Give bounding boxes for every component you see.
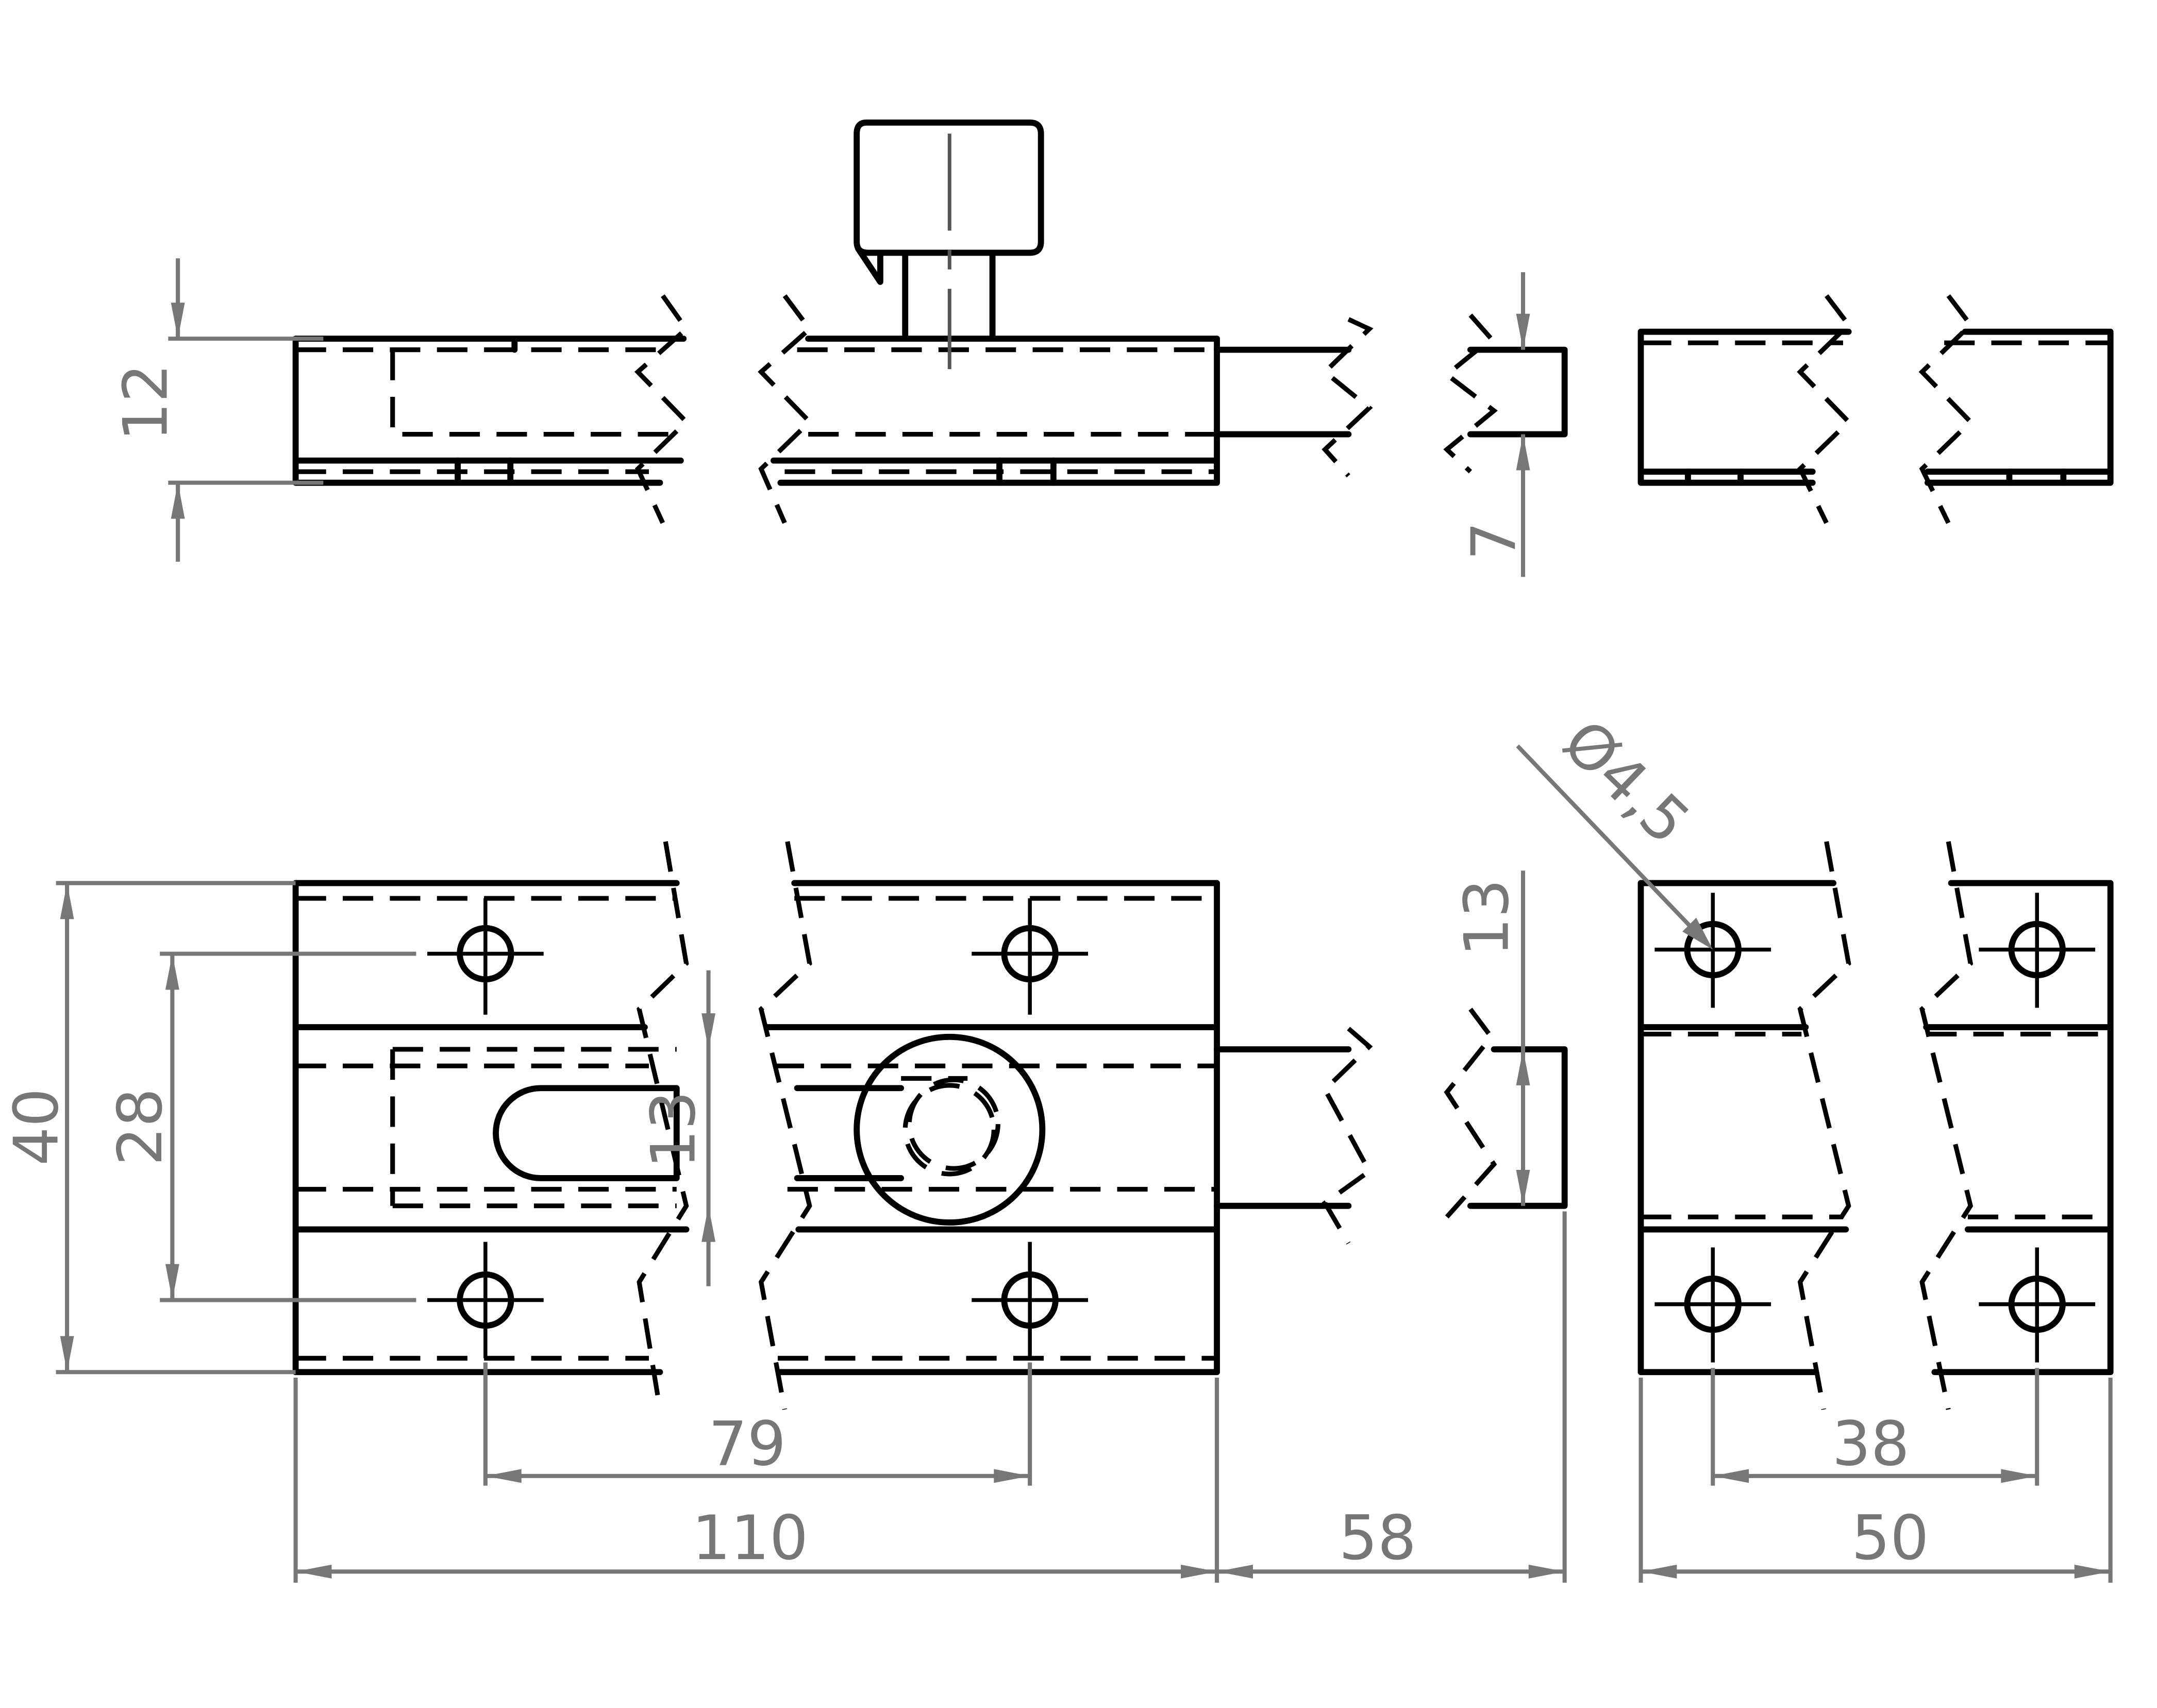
top-elevation-view	[292, 119, 2114, 524]
dim-bolt-width-label: 13	[1451, 879, 1522, 956]
front-view	[292, 841, 2114, 1410]
dim-thickness-label: 12	[110, 364, 181, 441]
dim-bolt-thickness-label: 7	[1458, 522, 1529, 560]
dim-hole-spacing-horizontal-label: 79	[709, 1408, 786, 1479]
mounting-holes	[427, 898, 1089, 1359]
dim-overall-height-label: 40	[1, 1088, 72, 1165]
dim-slot-width-label: 13	[638, 1091, 709, 1168]
keeper-holes	[1654, 893, 2096, 1363]
dim-bolt-projection-label: 58	[1339, 1502, 1416, 1573]
dim-body-length-label: 110	[692, 1502, 808, 1573]
dim-hole-spacing-vertical-label: 28	[105, 1088, 176, 1165]
dim-keeper-length-label: 50	[1851, 1502, 1929, 1573]
dim-keeper-hole-spacing-label: 38	[1832, 1408, 1909, 1479]
dimension-lines	[56, 258, 2113, 1583]
dim-hole-diameter-label: Ø4,5	[1549, 706, 1703, 858]
